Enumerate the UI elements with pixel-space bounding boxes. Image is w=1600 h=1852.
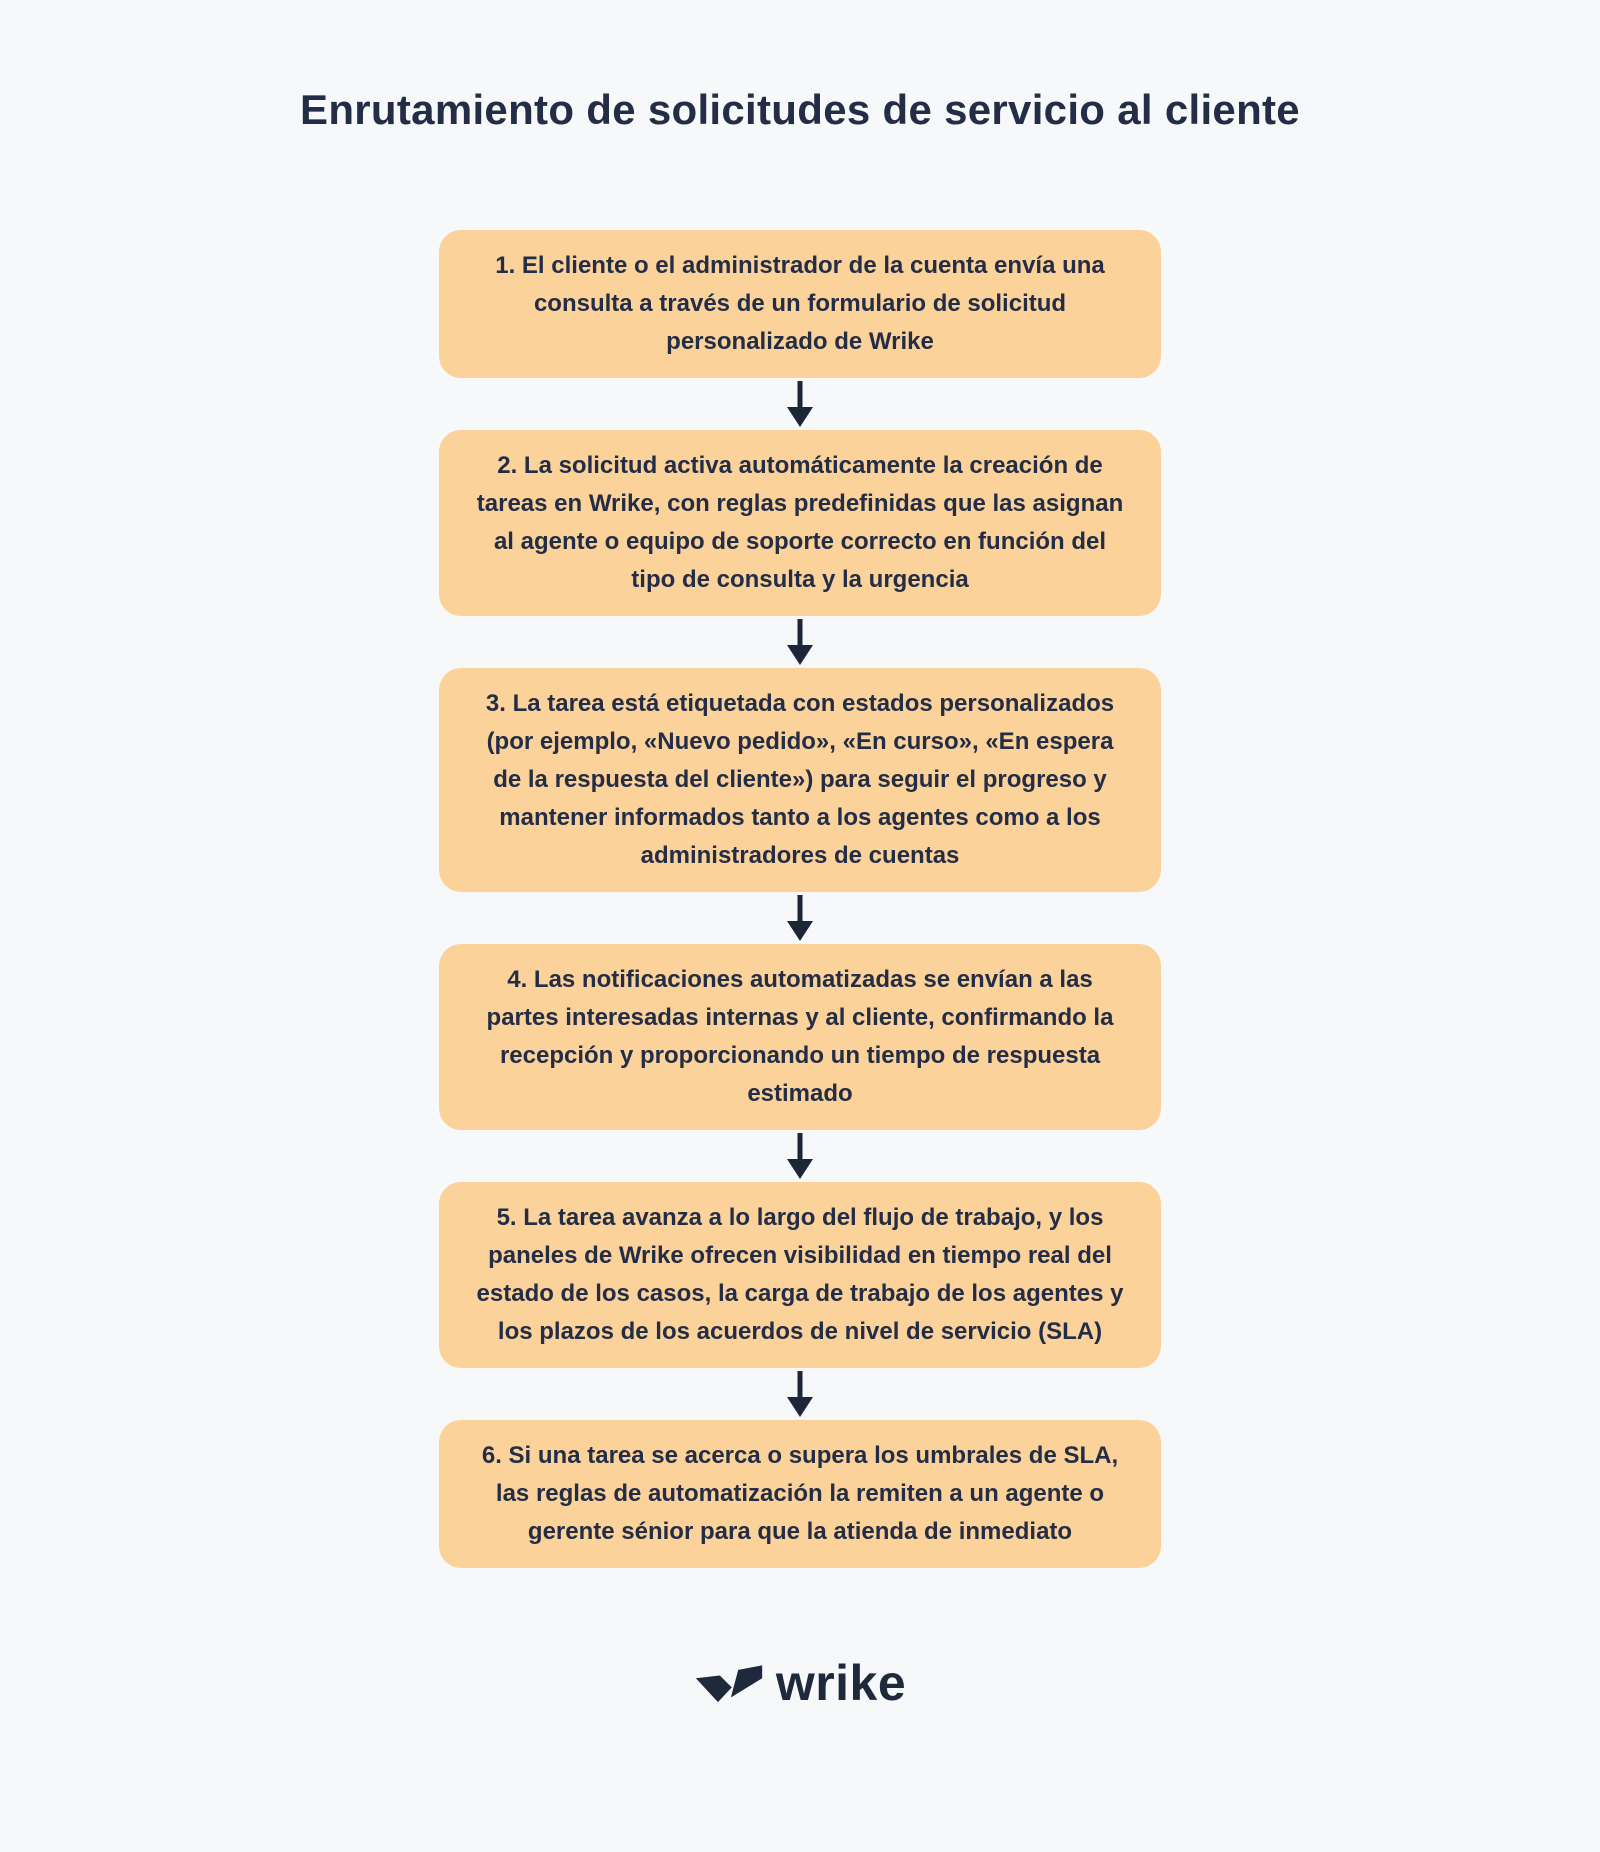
flow-step-3: 3. La tarea está etiquetada con estados … [439, 668, 1161, 892]
down-arrow-icon [786, 378, 814, 430]
flow-step-6: 6. Si una tarea se acerca o supera los u… [439, 1420, 1161, 1568]
flowchart: 1. El cliente o el administrador de la c… [439, 230, 1161, 1568]
wrike-double-check-icon [694, 1664, 764, 1708]
down-arrow-icon [786, 892, 814, 944]
flow-step-1: 1. El cliente o el administrador de la c… [439, 230, 1161, 378]
down-arrow-icon [786, 1368, 814, 1420]
wrike-wordmark: wrike [775, 1655, 907, 1711]
page-title: Enrutamiento de solicitudes de servicio … [300, 86, 1300, 133]
down-arrow-icon [786, 616, 814, 668]
flow-step-4: 4. Las notificaciones automatizadas se e… [439, 944, 1161, 1130]
wrike-logo: wrike [694, 1658, 906, 1714]
down-arrow-icon [786, 1130, 814, 1182]
flow-step-2: 2. La solicitud activa automáticamente l… [439, 430, 1161, 616]
flow-step-5: 5. La tarea avanza a lo largo del flujo … [439, 1182, 1161, 1368]
